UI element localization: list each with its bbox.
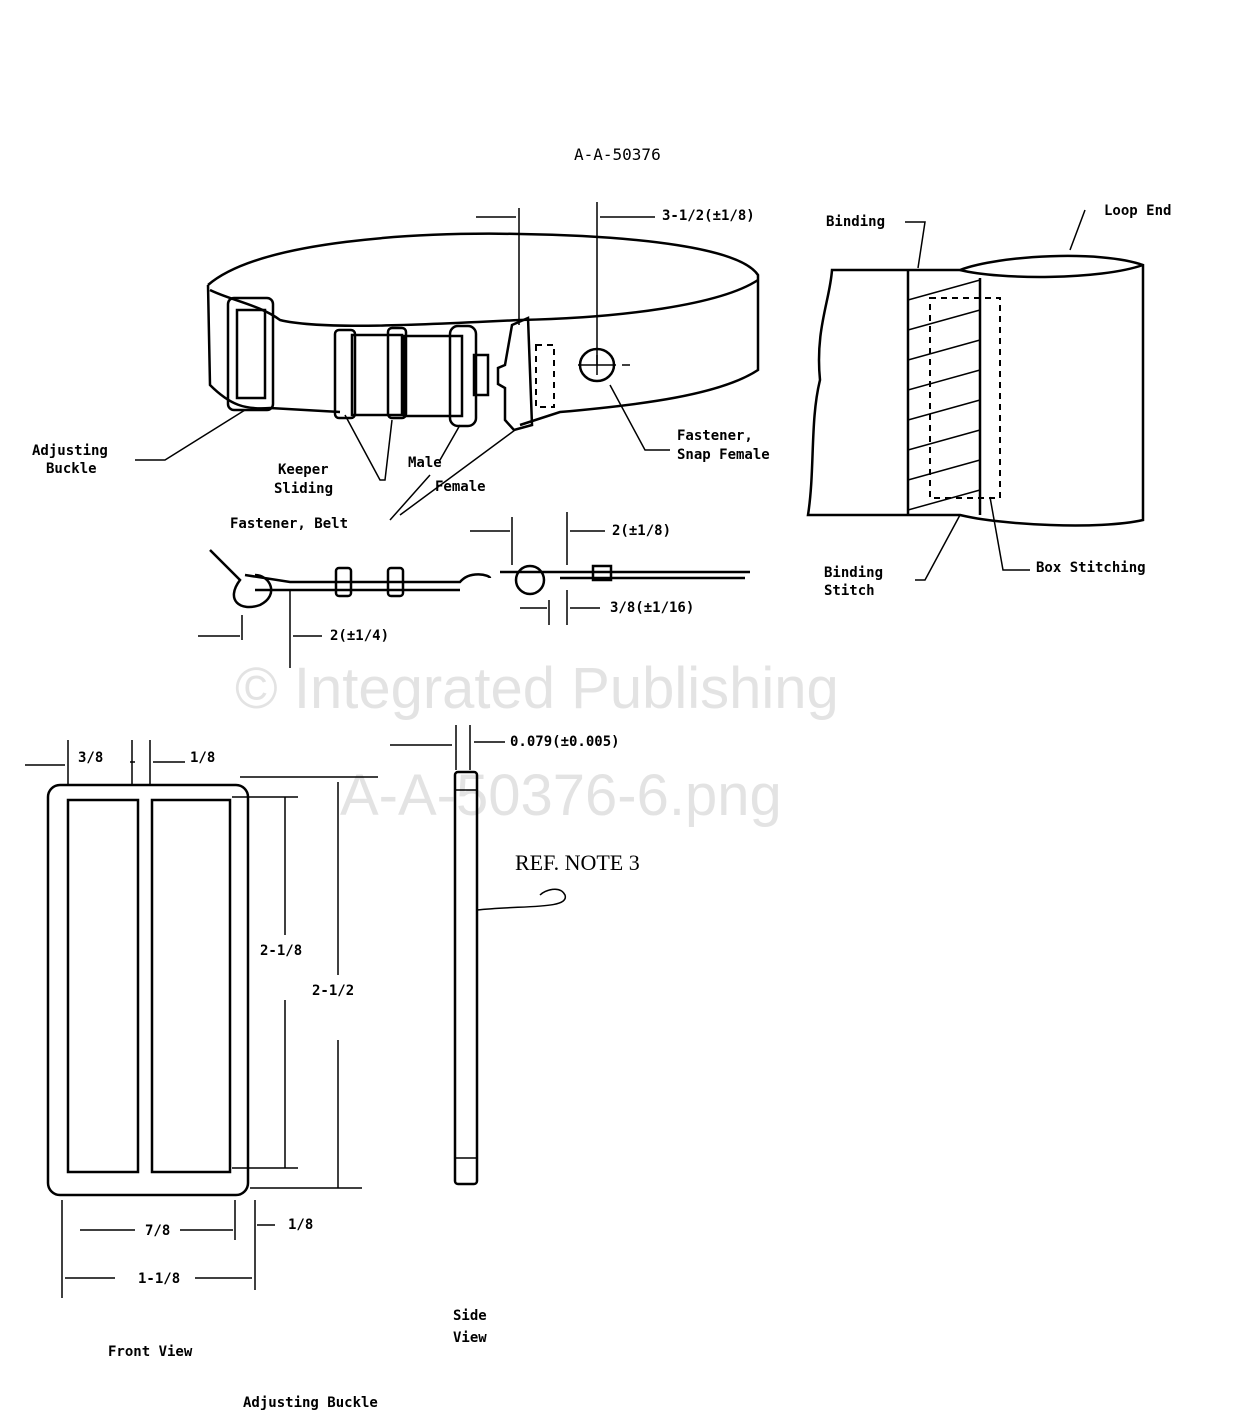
label-male: Male	[408, 455, 442, 471]
dim-inner-height: 2-1/8	[260, 943, 302, 959]
label-snap-female-2: Snap Female	[677, 447, 770, 463]
buckle-caption: Adjusting Buckle	[243, 1395, 378, 1411]
dim-edge: 1/8	[288, 1217, 313, 1233]
dim-side-b: 3/8(±1/16)	[610, 600, 694, 616]
label-box-stitching: Box Stitching	[1036, 560, 1146, 576]
dim-side-a: 2(±1/8)	[612, 523, 671, 539]
label-binding-stitch-1: Binding	[824, 565, 883, 581]
dim-belt-spacing: 3-1/2(±1/8)	[662, 208, 755, 224]
dim-thickness: 0.079(±0.005)	[510, 734, 620, 750]
loop-end-drawing: Binding Loop End Binding Stitch Box Stit…	[806, 203, 1171, 599]
label-keeper-1: Keeper	[278, 462, 329, 478]
watermark-line-2: A-A-50376-6.png	[340, 763, 782, 828]
watermark-line-1: © Integrated Publishing	[235, 656, 839, 721]
buckle-drawing: 3/8 1/8 0.079(±0.005) REF. NOTE 3 2-1/8 …	[25, 725, 640, 1411]
label-keeper-2: Sliding	[274, 481, 333, 497]
label-fastener-belt: Fastener, Belt	[230, 516, 348, 532]
label-binding: Binding	[826, 214, 885, 230]
label-snap-female-1: Fastener,	[677, 428, 753, 444]
label-side-view-1: Side	[453, 1308, 487, 1324]
label-front-view: Front View	[108, 1344, 193, 1360]
ref-note: REF. NOTE 3	[515, 850, 640, 875]
dim-outer-width: 1-1/8	[138, 1271, 180, 1287]
dim-bar: 1/8	[190, 750, 215, 766]
belt-drawing: 3-1/2(±1/8) Adjusting Buckle Keeper Slid…	[32, 202, 770, 532]
label-binding-stitch-2: Stitch	[824, 583, 875, 599]
label-side-view-2: View	[453, 1330, 487, 1346]
label-loop-end: Loop End	[1104, 203, 1171, 219]
dim-outer-height: 2-1/2	[312, 983, 354, 999]
belt-side-profile: 2(±1/8) 3/8(±1/16) 2(±1/4)	[198, 512, 750, 668]
document-id: A-A-50376	[574, 145, 661, 164]
dim-left: 3/8	[78, 750, 103, 766]
label-adjusting-buckle-1: Adjusting	[32, 443, 108, 459]
label-female: Female	[435, 479, 486, 495]
dim-side-c: 2(±1/4)	[330, 628, 389, 644]
label-adjusting-buckle-2: Buckle	[46, 461, 97, 477]
dim-inner-width: 7/8	[145, 1223, 170, 1239]
